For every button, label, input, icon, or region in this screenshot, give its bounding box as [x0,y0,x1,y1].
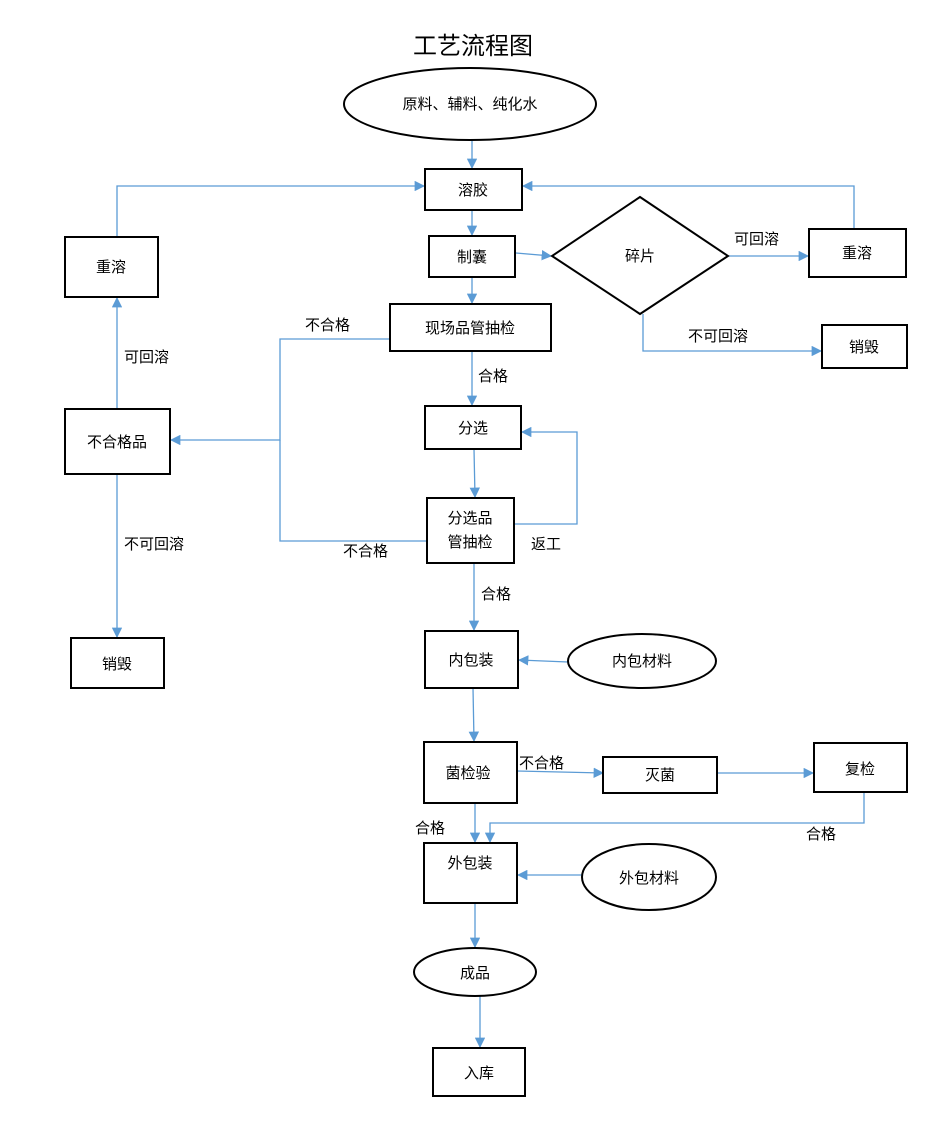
node-destroy-left [70,637,165,689]
node-remelt-left [64,236,159,298]
node-raw-materials-label: 原料、辅料、纯化水 [402,95,537,113]
node-dissolve-label: 溶胶 [458,181,488,199]
node-outer-materials [581,843,717,911]
edge-site-inspection-to-nonconforming [169,338,390,446]
node-bacteria-test-label: 菌检验 [445,764,490,782]
node-fragment-label: 碎片 [625,247,655,265]
node-remelt-right [808,228,907,278]
node-nonconforming-label: 不合格品 [87,433,147,451]
node-fragment [550,195,730,316]
node-site-inspection [389,303,552,352]
label-qualified-site: 合格 [478,367,508,385]
node-destroy-right-label: 销毁 [849,338,879,356]
edge-encapsulate-to-fragment [515,250,553,261]
label-qualified-bacteria: 合格 [415,819,445,837]
node-destroy-right [821,324,908,369]
label-not-remeltable-left: 不可回溶 [124,535,184,553]
node-finished-product-label: 成品 [460,964,490,982]
label-unqualified-site: 不合格 [305,316,350,334]
label-remeltable-left: 可回溶 [124,348,169,366]
edge-remelt-left-to-dissolve [116,180,426,237]
node-warehouse-label: 入库 [464,1064,494,1082]
node-sterilize-label: 灭菌 [645,766,675,784]
node-inner-materials-label: 内包材料 [612,652,672,670]
edge-sorting-to-sorted-inspection [469,448,481,499]
node-inner-packaging [424,630,519,689]
node-sorted-inspection-label-line2: 管抽检 [447,533,492,551]
label-not-remeltable-right: 不可回溶 [688,327,748,345]
node-recheck [813,742,908,793]
node-finished-product [413,947,537,997]
edge-remelt-right-to-dissolve [521,180,855,229]
node-sorted-inspection-label-line1: 分选品 [447,509,492,527]
node-nonconforming [64,408,171,475]
node-inner-materials [567,633,717,689]
node-dissolve [424,168,523,211]
nodes: 原料、辅料、纯化水 溶胶 制囊 碎片 重溶 销毁 重溶 现场品管抽检 分选 不合… [64,67,908,1097]
edge-sorted-inspection-to-nonconforming [279,440,427,542]
label-unqualified-sorted: 不合格 [343,542,388,560]
node-warehouse [432,1047,526,1097]
node-site-inspection-label: 现场品管抽检 [425,319,515,337]
node-sorted-inspection [426,497,515,564]
edge-inner-packaging-to-bacteria-test [468,687,480,743]
node-remelt-right-label: 重溶 [842,244,872,262]
node-remelt-left-label: 重溶 [96,258,126,276]
edge-inner-materials-to-inner-packaging [517,655,569,666]
node-sorting-label: 分选 [458,419,488,437]
node-sorting [424,405,522,450]
edge-labels: 可回溶 不可回溶 不合格 合格 可回溶 不可回溶 不合格 返工 合格 不合格 合… [124,230,836,843]
node-recheck-label: 复检 [845,760,875,778]
edge-rework-to-sorting [514,426,578,525]
label-qualified-sorted: 合格 [481,585,511,603]
node-raw-materials [343,67,597,141]
label-rework: 返工 [531,535,561,553]
node-outer-packaging-label: 外包装 [447,854,492,872]
node-sterilize [602,756,718,794]
label-unqualified-bacteria: 不合格 [519,754,564,772]
diagram-title: 工艺流程图 [413,32,533,60]
label-remeltable-right: 可回溶 [734,230,779,248]
edge-recheck-to-outer-packaging [484,792,865,844]
node-bacteria-test [423,741,518,804]
label-qualified-recheck: 合格 [806,825,836,843]
node-outer-materials-label: 外包材料 [619,869,679,887]
node-outer-packaging [423,842,518,904]
edge-fragment-to-destroy-right [642,314,823,357]
node-destroy-left-label: 销毁 [102,655,132,673]
node-inner-packaging-label: 内包装 [448,651,493,669]
edges [111,140,865,1049]
node-encapsulate-label: 制囊 [457,248,487,266]
node-encapsulate [428,235,516,278]
edge-bacteria-test-to-sterilize [516,767,605,778]
